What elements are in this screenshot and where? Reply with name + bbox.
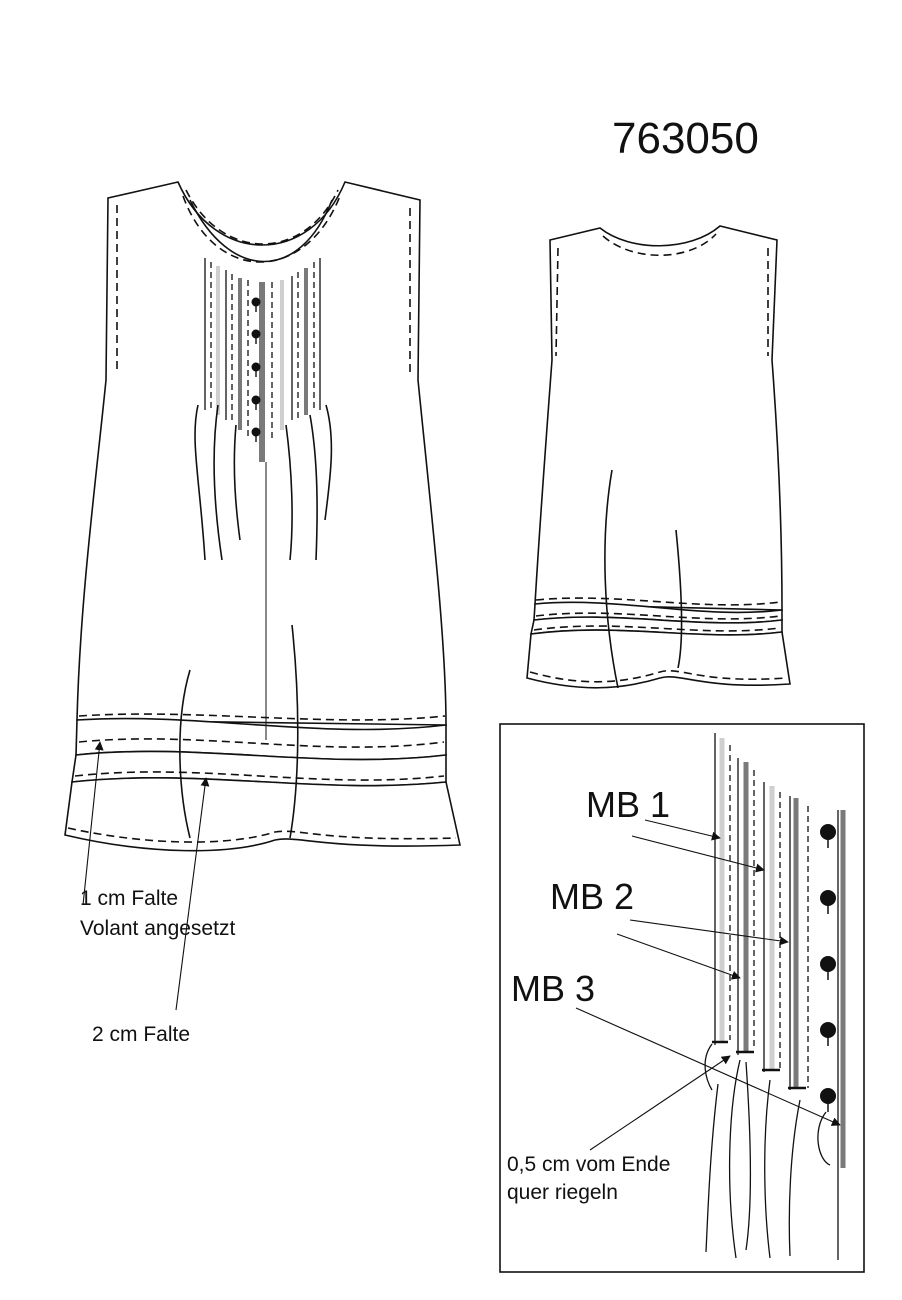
back-volant <box>526 629 791 689</box>
mb1-leader-a <box>644 819 721 841</box>
front-volant <box>64 777 461 852</box>
mb3-leader <box>575 1007 841 1126</box>
mb2-leader-b <box>616 933 741 980</box>
label-falte-2cm: 2 cm Falte <box>92 1023 191 1046</box>
riegel-leader <box>589 1055 731 1151</box>
falte-1cm-leader <box>82 741 104 906</box>
detail-box <box>499 723 865 1273</box>
mb2-leader-a <box>629 919 789 946</box>
back-body-outline <box>534 225 783 611</box>
pattern-number: 763050 <box>612 114 759 163</box>
front-view <box>64 181 461 852</box>
mb1-leader-b <box>631 835 765 873</box>
label-mb3: MB 3 <box>511 968 596 1009</box>
detail-buttons <box>820 824 836 1112</box>
label-riegel-line1: 0,5 cm vom Ende <box>507 1153 671 1176</box>
label-riegel-line2: quer riegeln <box>507 1181 618 1204</box>
front-buttons <box>251 297 261 442</box>
label-mb1: MB 1 <box>586 784 671 825</box>
label-falte-1cm: 1 cm Falte <box>80 887 179 910</box>
falte-2cm-leader <box>175 777 210 1011</box>
label-volant-angesetzt: Volant angesetzt <box>80 917 236 940</box>
label-mb2: MB 2 <box>550 876 635 917</box>
back-view <box>526 225 791 689</box>
